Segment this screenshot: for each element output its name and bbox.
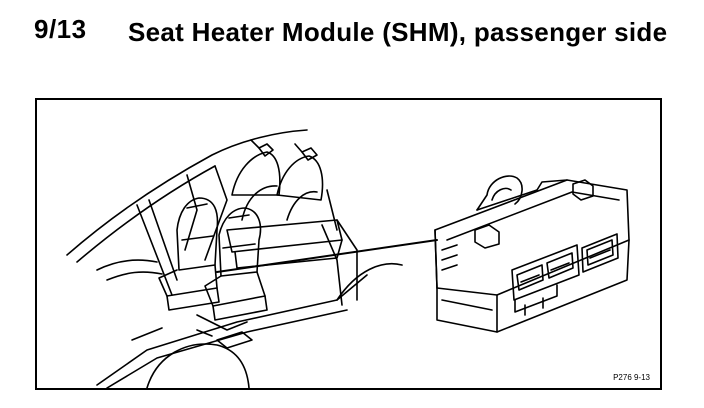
page-title: Seat Heater Module (SHM), passenger side [128, 17, 668, 47]
figure-code: P276 9-13 [613, 373, 650, 382]
leader-line [216, 239, 438, 273]
figure-illustration: P276 9-13 [35, 98, 662, 390]
section-number: 9/13 [34, 14, 87, 44]
seat-heater-module-drawing [66, 129, 630, 388]
vehicle-interior-cutaway [66, 129, 403, 388]
seat-heater-module [434, 175, 630, 333]
